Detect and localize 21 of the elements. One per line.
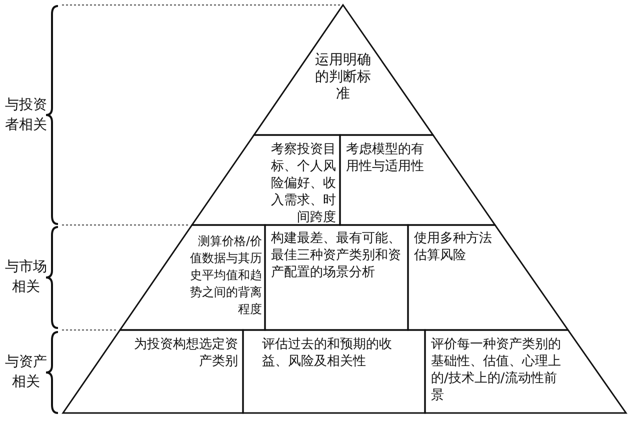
pyramid-section	[120, 225, 265, 330]
section-text: 考虑模型的有用性与适用性	[346, 141, 425, 175]
section-text: 评价每一种资产类别的基础性、估值、心理上的/技术上的/流动性前景	[431, 336, 561, 404]
pyramid-section	[408, 225, 568, 330]
section-text: 评估过去的和预期的收益、风险及相关性	[262, 336, 393, 370]
bracket-label: 与市场相关	[4, 258, 48, 297]
pyramid-section	[265, 225, 408, 330]
section-text: 构建最差、最有可能、最佳三种资产类别和资产配置的场景分析	[271, 230, 402, 281]
pyramid-section	[340, 135, 495, 225]
section-text: 考察投资目标、个人风险偏好、收入需求、时间跨度	[270, 141, 336, 226]
pyramid-section	[425, 330, 626, 413]
pyramid-section	[63, 330, 243, 413]
bracket-label: 与资产相关	[4, 353, 48, 392]
bracket-label: 与投资者相关	[4, 96, 48, 135]
pyramid-section	[254, 5, 433, 135]
section-text: 使用多种方法估算风险	[414, 230, 493, 264]
section-text: 测算价格/价值数据与其历史平均值和趋势之间的背离程度	[189, 233, 262, 318]
pyramid-section	[243, 330, 425, 413]
section-text: 运用明确的判断标准	[314, 52, 372, 103]
pyramid-section	[192, 135, 340, 225]
section-text: 为投资构想选定资产类别	[133, 336, 238, 370]
